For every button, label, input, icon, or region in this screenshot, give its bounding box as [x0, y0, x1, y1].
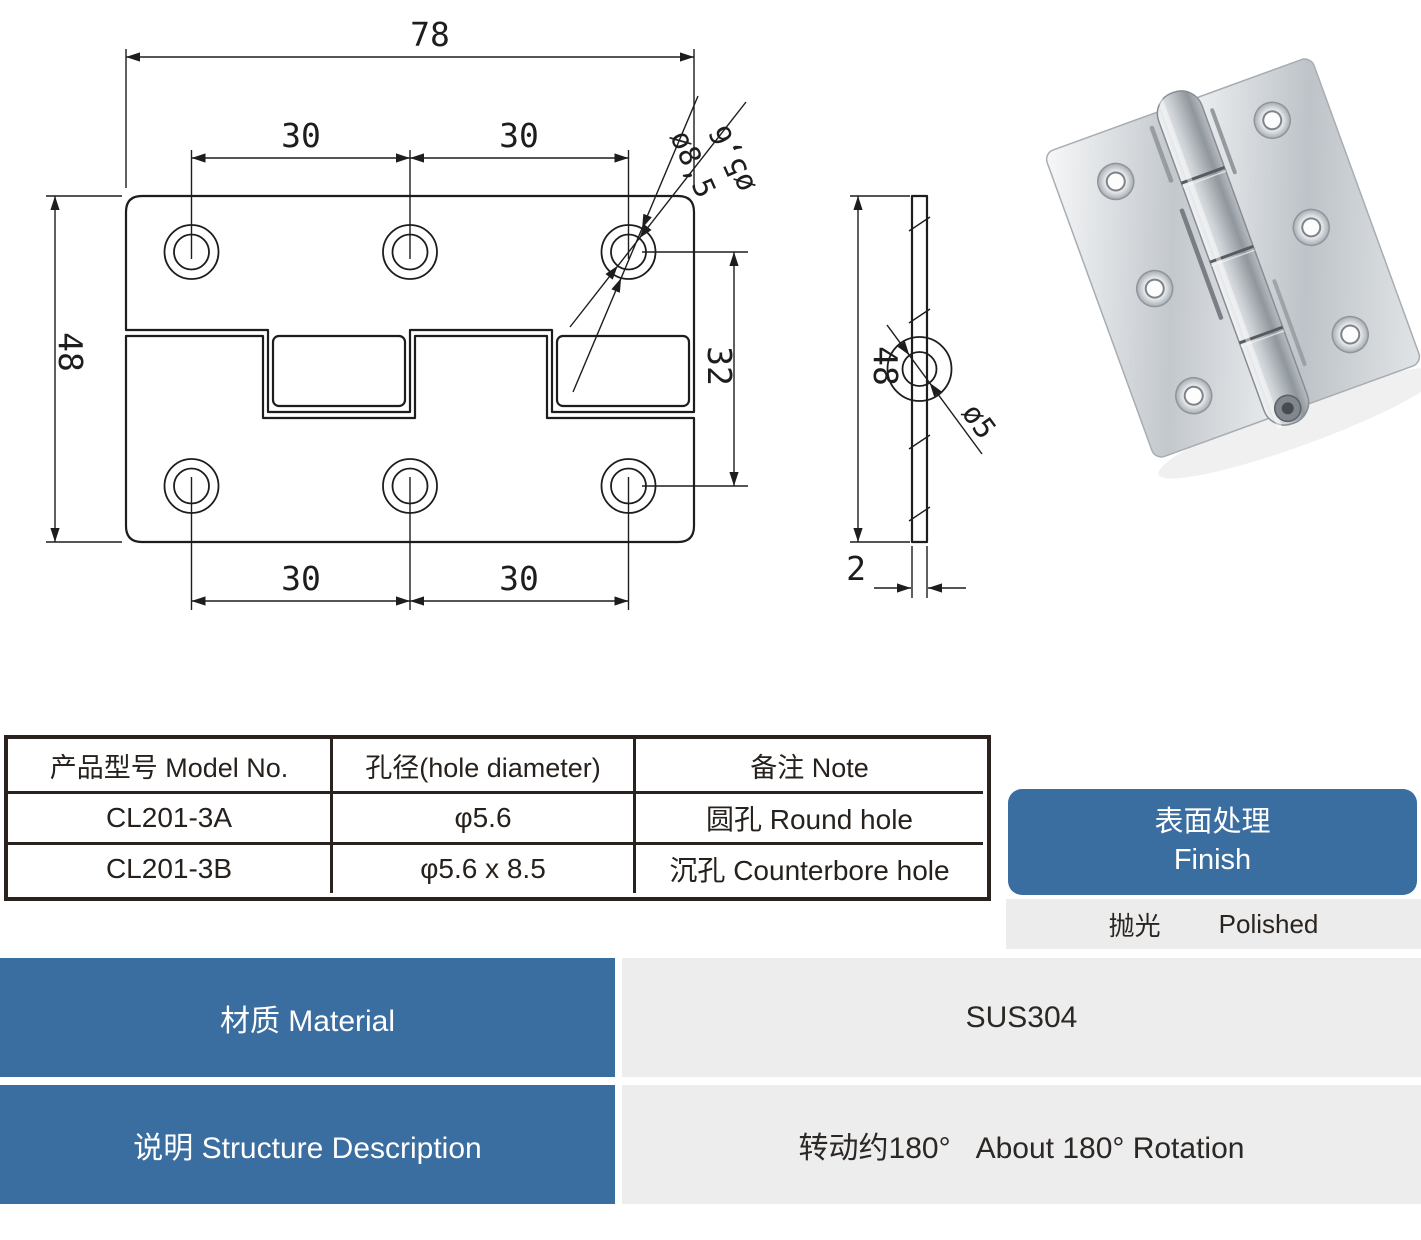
- product-photo: [1045, 58, 1421, 479]
- finish-title-cn: 表面处理: [1154, 806, 1271, 839]
- dimension-lines: [46, 49, 983, 610]
- table-cell-model-b: CL201-3B: [8, 842, 330, 893]
- finish-title-en: Finish: [1173, 844, 1252, 876]
- dim-overall-height: 48: [51, 332, 90, 372]
- table-cell-hole-a: φ5.6: [330, 791, 633, 842]
- technical-drawing: 78 30 30 48 32 ø8,5 ø5,6 30 30 48 ø5 2: [46, 15, 1421, 610]
- finish-panel: 表面处理 Finish: [1008, 789, 1417, 895]
- table-cell-model-a: CL201-3A: [8, 791, 330, 842]
- structure-value: 转动约180° About 180° Rotation: [622, 1085, 1421, 1204]
- dim-overall-width: 78: [410, 15, 450, 54]
- table-cell-note-b: 沉孔 Counterbore hole: [633, 842, 983, 893]
- dim-side-height: 48: [866, 346, 905, 386]
- table-cell-hole-b: φ5.6 x 8.5: [330, 842, 633, 893]
- dim-side-hole-dia: ø5: [955, 397, 1003, 445]
- dim-side-thickness: 2: [846, 549, 866, 588]
- table-header-hole-diameter: 孔径(hole diameter): [330, 739, 633, 791]
- finish-value-strip: 抛光 Polished: [1006, 899, 1421, 949]
- material-label: 材质 Material: [0, 958, 615, 1077]
- finish-value-en: Polished: [1218, 908, 1319, 939]
- dim-bottom-spacing-right: 30: [499, 559, 539, 598]
- table-cell-note-a: 圆孔 Round hole: [633, 791, 983, 842]
- hinge-holes: [1097, 101, 1369, 415]
- material-value: SUS304: [622, 958, 1421, 1077]
- model-table: 产品型号 Model No. 孔径(hole diameter) 备注 Note…: [4, 735, 991, 901]
- finish-value-cn: 抛光: [1108, 910, 1161, 941]
- table-header-note: 备注 Note: [633, 739, 983, 791]
- side-view: [886, 194, 953, 544]
- structure-label: 说明 Structure Description: [0, 1085, 615, 1204]
- table-header-model: 产品型号 Model No.: [8, 739, 330, 791]
- dim-top-spacing-left: 30: [281, 116, 321, 155]
- dimension-labels: 78 30 30 48 32 ø8,5 ø5,6 30 30 48 ø5 2: [51, 15, 1003, 598]
- dim-bottom-spacing-left: 30: [281, 559, 321, 598]
- dim-top-spacing-right: 30: [499, 116, 539, 155]
- dim-vertical-spacing: 32: [700, 346, 739, 386]
